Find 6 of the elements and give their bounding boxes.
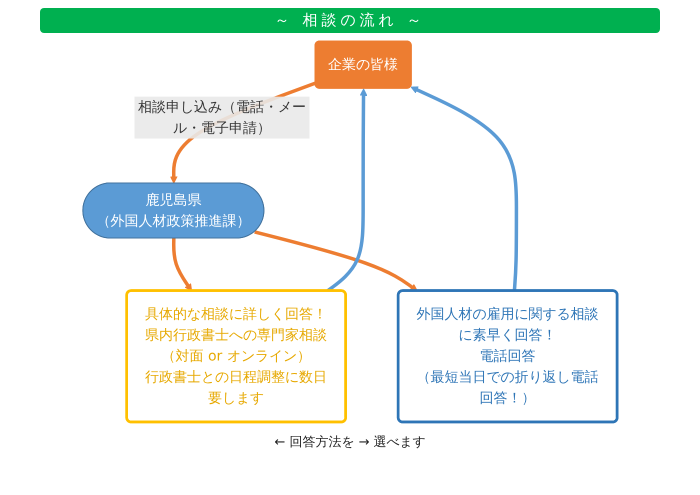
arrow [410, 86, 518, 291]
title-banner: ～ 相談の流れ ～ [40, 8, 660, 33]
arrow [254, 230, 418, 291]
note-text: ← 回答方法を → 選べます [274, 435, 426, 450]
edge-label: 相談申し込み（電話・メール・電子申請） [138, 98, 306, 136]
arrow [172, 238, 192, 291]
